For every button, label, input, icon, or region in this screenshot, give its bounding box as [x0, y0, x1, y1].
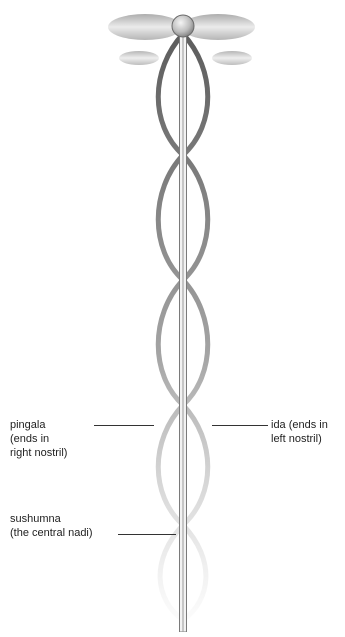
sushumna-channel — [180, 34, 187, 632]
upper-left-wing — [108, 14, 182, 40]
ida-leader-line — [212, 425, 268, 426]
sushumna-leader-line — [118, 534, 176, 535]
pingala-leader-line — [94, 425, 154, 426]
lower-left-wing — [119, 51, 159, 65]
crown-orb-icon — [172, 15, 194, 37]
sushumna-label-line-2: (the central nadi) — [10, 526, 93, 540]
ida-label-line-1: ida (ends in — [271, 418, 328, 432]
ida-label-line-2: left nostril) — [271, 432, 328, 446]
pingala-label-line-1: pingala — [10, 418, 67, 432]
pingala-label: pingala (ends in right nostril) — [10, 418, 67, 460]
lower-right-wing — [212, 51, 252, 65]
pingala-label-line-2: (ends in — [10, 432, 67, 446]
ida-label: ida (ends in left nostril) — [271, 418, 328, 446]
pingala-label-line-3: right nostril) — [10, 446, 67, 460]
sushumna-label-line-1: sushumna — [10, 512, 93, 526]
sushumna-label: sushumna (the central nadi) — [10, 512, 93, 540]
